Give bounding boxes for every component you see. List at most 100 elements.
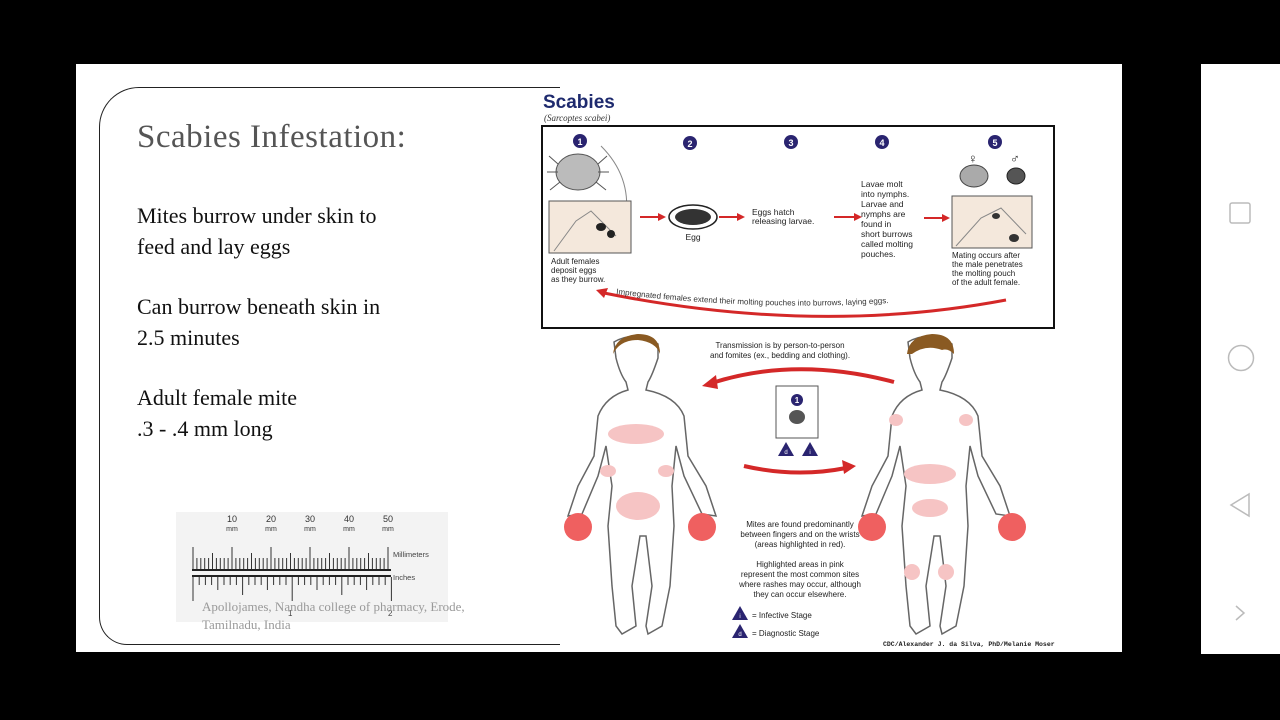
ruler-mm-unit: mm	[343, 526, 355, 533]
bullet-size-line2: .3 - .4 mm long	[137, 416, 273, 441]
found-caption: Mites are found predominantly between fi…	[740, 520, 859, 549]
found-caption-line: Mites are found predominantly	[746, 520, 854, 529]
stage5-caption-line: of the adult female.	[952, 278, 1020, 287]
slide-title: Scabies Infestation:	[137, 119, 407, 155]
bullet-size: Adult female mite .3 - .4 mm long	[137, 382, 297, 444]
stage5-caption-line: Mating occurs after	[952, 251, 1020, 260]
stage3-caption-line2: releasing larvae.	[752, 216, 814, 226]
stage3-caption-line1: Eggs hatch	[752, 207, 795, 217]
hand-infestation-left-front	[858, 513, 886, 541]
stage-number-4: 4	[879, 138, 884, 148]
diagnostic-legend-icon	[732, 624, 748, 638]
svg-text:Impregnated females extend the: Impregnated females extend their molting…	[616, 287, 889, 307]
diagram-subtitle: (Sarcoptes scabei)	[544, 113, 610, 123]
bullet-burrow-line2: feed and lay eggs	[137, 234, 291, 259]
presentation-slide: Scabies Infestation: Mites burrow under …	[76, 64, 1122, 652]
stage-number-2: 2	[687, 139, 692, 149]
bullet-size-line1: Adult female mite	[137, 385, 298, 410]
stage4-caption-line: found in	[861, 219, 892, 229]
box-diagnostic-marker: i	[809, 450, 810, 456]
stage4-caption-line: into nymphs.	[861, 189, 909, 199]
hand-infestation-right	[688, 513, 716, 541]
stage4-caption: Lavae molt into nymphs. Larvae and nymph…	[861, 179, 913, 259]
human-figure-back	[566, 334, 718, 636]
stage5-caption-line: the male penetrates	[952, 260, 1023, 269]
bullet-time-line2: 2.5 minutes	[137, 325, 240, 350]
diagram-title: Scabies	[543, 92, 615, 113]
pink-caption-line: Highlighted areas in pink	[756, 560, 845, 569]
slide-frame	[99, 87, 560, 645]
hand-infestation-left	[564, 513, 592, 541]
egg-label: Egg	[685, 232, 700, 242]
pink-caption-line: they can occur elsewhere.	[754, 590, 847, 599]
slide-credit: Apollojames, Nandha college of pharmacy,…	[202, 598, 465, 634]
lifecycle-arrows	[640, 213, 950, 222]
male-mite-illustration	[1006, 167, 1026, 185]
pink-caption-line: where rashes may occur, although	[738, 580, 861, 589]
navigation-bar	[1201, 64, 1280, 654]
ruler-inches-label: Inches	[393, 573, 415, 582]
box-stage-number: 1	[795, 396, 800, 405]
ruler-mm-label-50: 50	[383, 514, 393, 524]
male-symbol: ♂	[1010, 151, 1020, 166]
stage4-caption-line: pouches.	[861, 249, 896, 259]
ruler-inch-mark-1: 1	[288, 609, 293, 618]
stage1-caption-line1: Adult females	[551, 257, 599, 266]
ruler-mm-label-30: 30	[305, 514, 315, 524]
ruler-inch-mark-2: 2	[388, 609, 393, 618]
box-infective-marker: d	[784, 450, 787, 456]
female-symbol: ♀	[968, 151, 978, 166]
stage4-caption-line: Larvae and	[861, 199, 904, 209]
legend-diagnostic: = Diagnostic Stage	[752, 629, 820, 638]
infective-legend-marker: i	[739, 614, 740, 620]
ruler-mm-label-20: 20	[266, 514, 276, 524]
bullet-time: Can burrow beneath skin in 2.5 minutes	[137, 291, 380, 353]
transmission-arrow-left	[711, 367, 895, 385]
legend-infective: = Infective Stage	[752, 611, 812, 620]
ruler-mm-unit: mm	[226, 526, 238, 533]
scabies-lifecycle-diagram: Scabies (Sarcoptes scabei) 1 2 3 4 5 Adu…	[541, 92, 1055, 648]
stage-number-1: 1	[577, 137, 582, 147]
chevron-right-icon[interactable]	[1233, 604, 1247, 622]
rash-area-buttocks	[616, 492, 660, 520]
stage5-caption-line: the molting pouch	[952, 269, 1015, 278]
diagram-credit: CDC/Alexander J. da Silva, PhD/Melanie M…	[883, 641, 1055, 648]
rash-area-back	[608, 424, 664, 444]
rash-area-groin	[912, 499, 948, 517]
found-caption-line: (areas highlighted in red).	[755, 540, 846, 549]
transmission-caption-line2: and fomites (ex., bedding and clothing).	[710, 351, 850, 360]
transmission-caption-line1: Transmission is by person-to-person	[715, 341, 844, 350]
credit-line1: Apollojames, Nandha college of pharmacy,…	[202, 599, 465, 614]
stage4-caption-line: short burrows	[861, 229, 913, 239]
stage4-caption-line: nymphs are	[861, 209, 906, 219]
stage5-caption: Mating occurs after the male penetrates …	[952, 251, 1023, 287]
diagnostic-legend-marker: d	[738, 632, 741, 638]
stage4-caption-line: Lavae molt	[861, 179, 903, 189]
return-arrow-text: Impregnated females extend their molting…	[616, 287, 889, 307]
stage-number-5: 5	[992, 138, 997, 148]
mating-burrow-illustration	[951, 195, 1033, 249]
pink-caption: Highlighted areas in pink represent the …	[738, 560, 861, 599]
stage1-caption-line3: as they burrow.	[551, 275, 605, 284]
stage1-caption-line2: deposit eggs	[551, 266, 596, 275]
ruler-millimeters-label: Millimeters	[393, 550, 429, 559]
return-arrow	[603, 291, 1007, 318]
ruler-mm-unit: mm	[382, 526, 394, 533]
ruler-mm-label-40: 40	[344, 514, 354, 524]
burrow-illustration	[548, 200, 632, 254]
ruler-image: 10 20 30 40 50 mm mm mm mm mm Millimeter…	[176, 512, 448, 622]
hand-infestation-right-front	[998, 513, 1026, 541]
ruler-mm-unit: mm	[304, 526, 316, 533]
back-triangle-icon[interactable]	[1229, 492, 1251, 518]
human-figure-front	[860, 334, 1012, 636]
home-circle-icon[interactable]	[1227, 344, 1255, 372]
adult-mite-illustration	[547, 145, 628, 217]
ruler-mm-unit: mm	[265, 526, 277, 533]
stage-markers: 1 2 3 4 5	[573, 134, 1002, 150]
bullet-burrow: Mites burrow under skin to feed and lay …	[137, 200, 377, 262]
stage4-caption-line: called molting	[861, 239, 913, 249]
recents-square-icon[interactable]	[1229, 202, 1251, 224]
rash-area-waist	[904, 464, 956, 484]
bullet-time-line1: Can burrow beneath skin in	[137, 294, 381, 319]
female-mite-illustration	[959, 164, 989, 188]
